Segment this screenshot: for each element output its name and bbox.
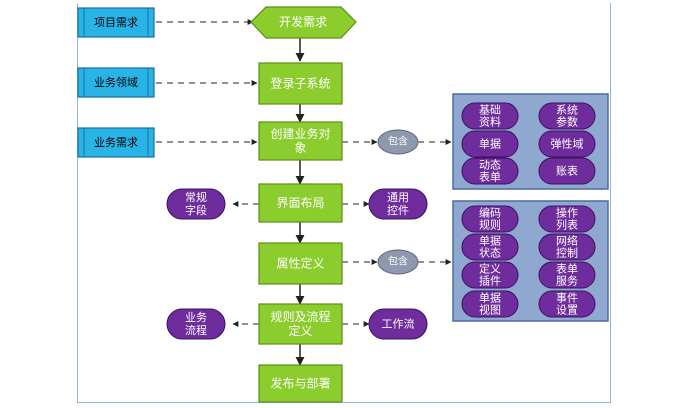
process-step [258,62,343,105]
group-item-label: 资料 [479,115,501,129]
group-item-label: 定义 [479,262,501,276]
group-box-top [452,93,609,190]
group-item-label: 单据 [479,234,501,248]
group-item-label: 表单 [479,170,501,184]
connectors [156,19,452,366]
group-item [538,261,596,289]
include-label: 包含 [388,255,408,268]
side-node [166,188,226,220]
include-label: 包含 [388,135,408,148]
group-item-label: 弹性域 [551,137,584,151]
group-item-label: 操作 [556,206,578,220]
left-tag-label: 业务需求 [94,136,138,149]
side-node [166,308,226,340]
group-item [461,233,519,261]
start-hexagon [250,6,357,39]
process-step-label: 发布与部署 [270,376,330,391]
group-item [538,233,596,261]
group-item-label: 设置 [556,304,578,317]
process-step [258,183,343,223]
group-box-bottom [452,200,609,322]
process-step [258,121,343,161]
group-item-label: 参数 [556,115,578,129]
group-item-label: 表单 [556,262,578,276]
left-tag-label: 项目需求 [94,16,138,29]
process-step [258,303,343,345]
side-node-label: 字段 [185,203,207,217]
group-item-label: 基础 [479,104,501,117]
side-node-label: 业务 [185,311,207,324]
process-step-label: 创建业务对 [270,126,330,141]
group-item-label: 视图 [479,303,501,317]
left-tag-label: 业务领域 [94,76,138,89]
group-item-label: 账表 [556,164,578,178]
side-node-label: 工作流 [382,317,415,331]
group-item-label: 服务 [556,275,578,288]
group-item [461,261,519,289]
group-item [461,290,519,318]
group-item-label: 插件 [479,274,501,288]
side-node-label: 常规 [185,190,207,204]
process-step-label: 定义 [288,323,312,338]
side-node [368,188,428,220]
process-step-label: 象 [294,141,306,155]
group-item-label: 编码 [479,206,501,220]
side-node-label: 通用 [387,191,409,204]
group-item-label: 单据 [479,291,501,305]
group-item [538,102,596,130]
start-label: 开发需求 [279,14,327,29]
side-node-label: 控件 [387,203,409,217]
group-item-label: 系统 [556,104,578,117]
group-item [538,157,596,185]
process-step-label: 属性定义 [276,256,324,271]
group-item [461,157,519,185]
side-node [368,308,428,340]
left-tag [77,7,155,38]
left-tag [77,127,155,158]
group-item-label: 列表 [556,218,578,232]
group-item-label: 网络 [556,234,578,248]
group-item-label: 状态 [479,246,501,260]
group-item-label: 单据 [479,137,501,151]
group-item-label: 控制 [556,246,578,260]
group-item [461,205,519,233]
group-item [461,102,519,130]
left-tag [77,67,155,98]
include-oval [377,249,419,275]
include-oval [377,129,419,155]
process-step-label: 规则及流程 [270,309,330,324]
side-node-label: 流程 [185,323,207,337]
group-item-label: 事件 [556,292,578,305]
group-item-label: 动态 [479,159,501,172]
group-item-label: 规则 [479,218,501,232]
group-item [538,290,596,318]
process-step [258,364,343,403]
group-item [538,205,596,233]
process-step-label: 登录子系统 [270,76,330,91]
process-step [258,242,343,285]
group-item [538,130,596,158]
diagram-frame [77,3,611,403]
group-item [461,130,519,158]
process-step-label: 界面布局 [276,196,324,210]
